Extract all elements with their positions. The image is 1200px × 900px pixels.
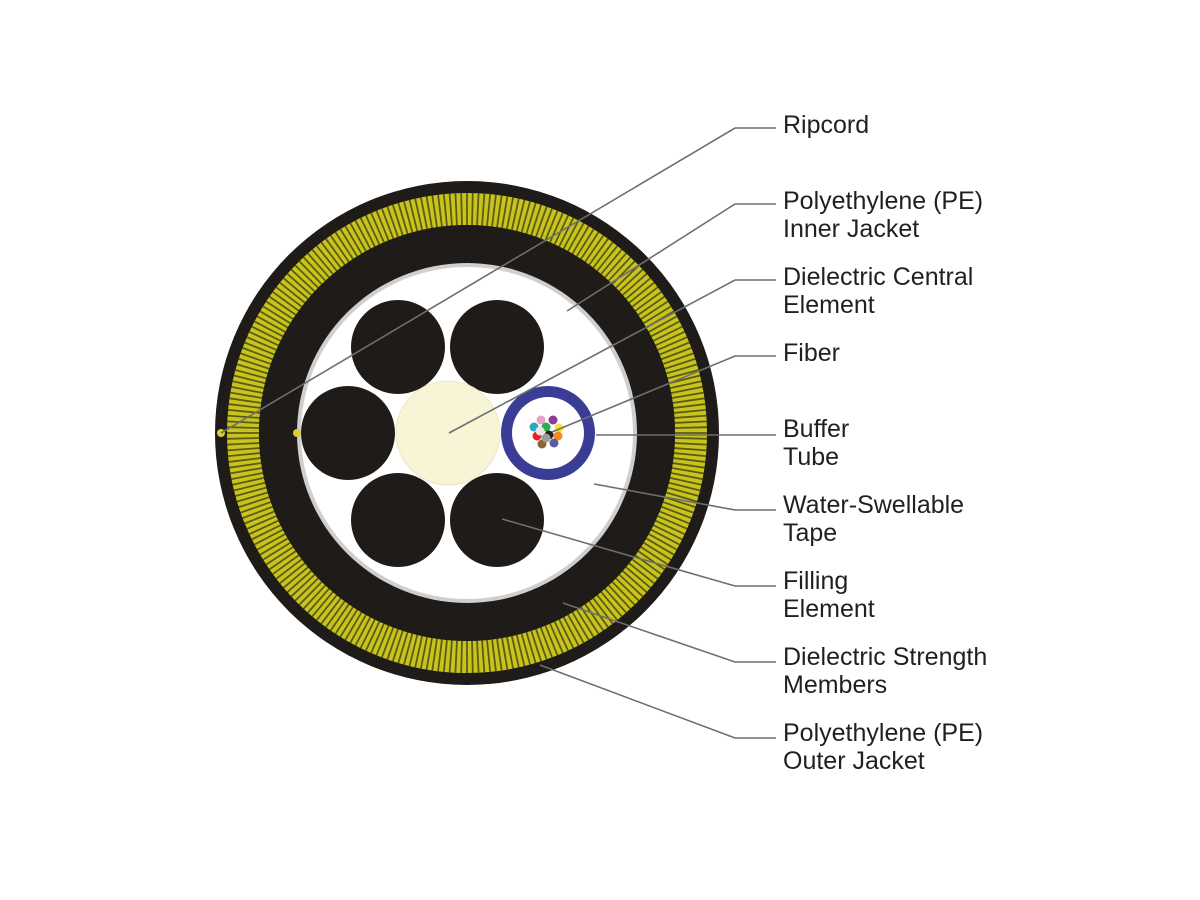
label-central-element-line-1: Dielectric Central [783,263,973,291]
fiber [549,438,559,448]
label-strength-members-line-1: Dielectric Strength [783,643,987,671]
leader-lines [220,127,776,739]
label-fiber-line-1: Fiber [783,339,840,367]
filling-element [351,473,445,567]
leader-line-filling-element [501,518,776,587]
label-inner-jacket: Polyethylene (PE)Inner Jacket [783,187,983,243]
label-water-swellable-tape-line-2: Tape [783,519,837,547]
fiber [541,433,551,443]
fiber [536,415,546,425]
ripcord-inner [293,429,301,437]
filling-element [450,473,544,567]
fiber [535,426,545,436]
label-outer-jacket-line-1: Polyethylene (PE) [783,719,983,747]
filling-element [301,386,395,480]
label-filling-element-line-2: Element [783,595,875,623]
fiber [548,415,558,425]
label-water-swellable-tape-line-1: Water-Swellable [783,491,964,519]
cable-cross-section [215,181,719,685]
leader-line-inner-jacket [566,203,776,312]
leader-line-outer-jacket [539,664,776,739]
leader-line-strength-members [562,602,776,663]
leader-line-water-swellable-tape [593,483,776,511]
fiber [553,431,563,441]
label-ripcord-line-1: Ripcord [783,111,869,139]
label-strength-members-line-2: Members [783,671,887,699]
filling-element [351,300,445,394]
label-ripcord: Ripcord [783,111,869,139]
leader-line-ripcord [220,127,776,434]
leader-line-fiber [551,355,776,433]
label-inner-jacket-line-2: Inner Jacket [783,215,919,243]
label-buffer-tube-line-2: Tube [783,443,839,471]
label-buffer-tube-line-1: Buffer [783,415,849,443]
label-filling-element-line-1: Filling [783,567,848,595]
label-central-element-line-2: Element [783,291,875,319]
label-fiber: Fiber [783,339,840,367]
label-outer-jacket-line-2: Outer Jacket [783,747,925,775]
buffer-tube [501,386,595,480]
label-inner-jacket-line-1: Polyethylene (PE) [783,187,983,215]
leader-line-central-element [448,279,776,434]
label-outer-jacket: Polyethylene (PE)Outer Jacket [783,719,983,775]
filling-element [450,300,544,394]
central-element [395,380,501,486]
